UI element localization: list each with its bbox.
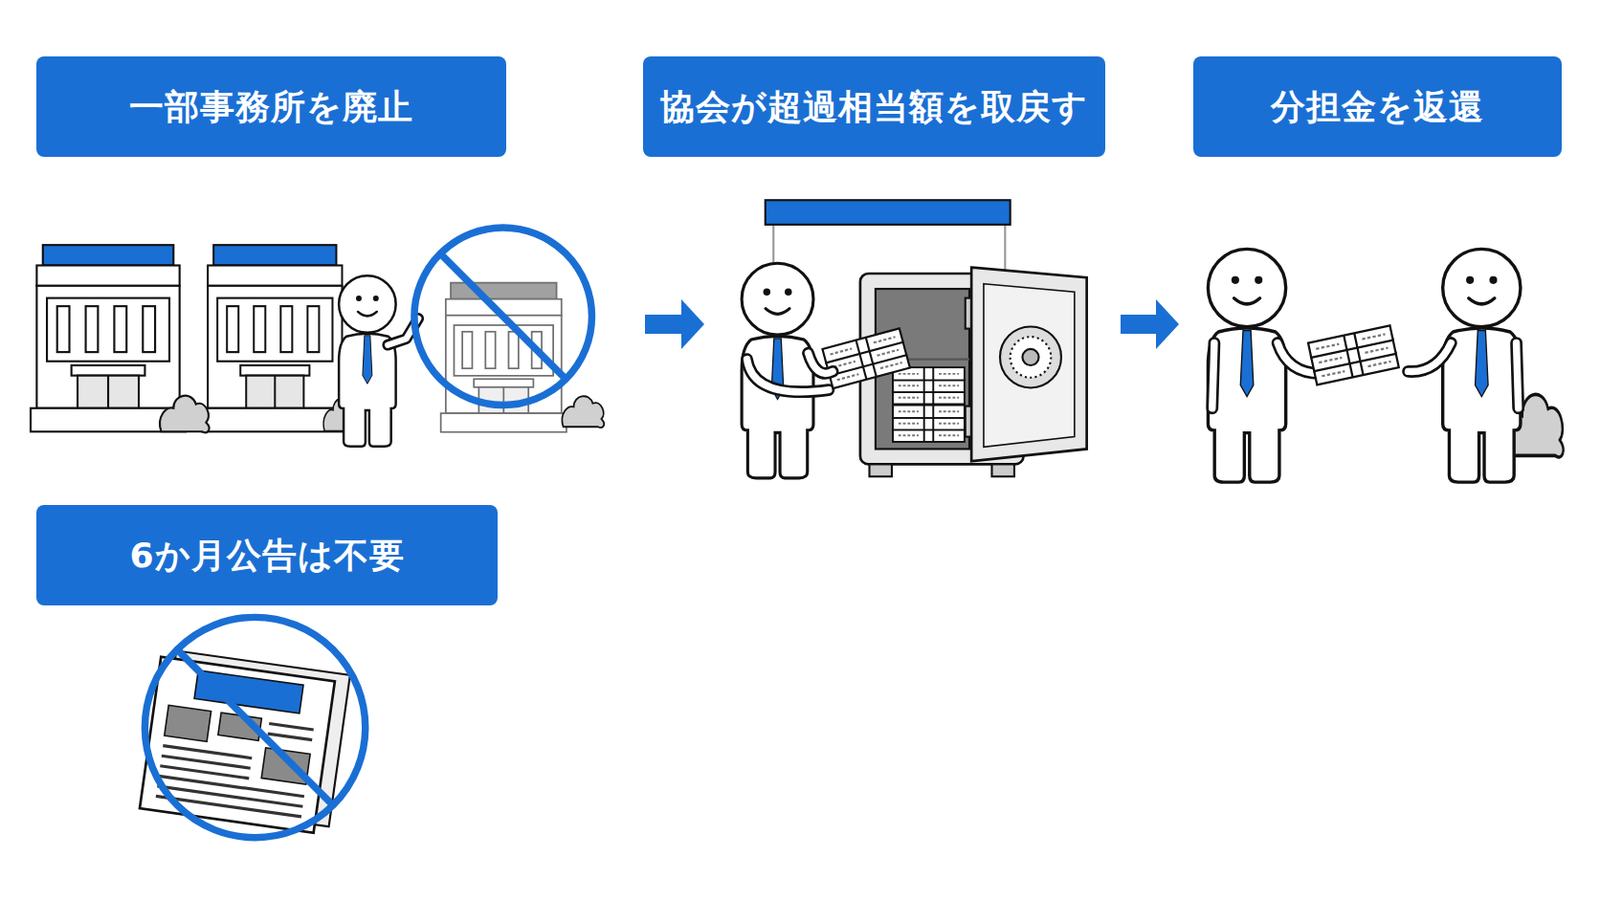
bush: [561, 396, 604, 428]
prohibition-circle: [414, 227, 593, 406]
safe-door-panel: [983, 284, 1075, 448]
bush: [159, 396, 210, 433]
step-header: 協会が超過相当額を取戻す: [643, 56, 1106, 157]
person-arm: [808, 353, 834, 374]
person-arm: [1212, 343, 1215, 409]
newspaper-masthead: [194, 670, 304, 714]
cash-stack: [892, 367, 965, 404]
step-title: 一部事務所を廃止: [129, 86, 414, 128]
step-title: 分担金を返還: [1270, 86, 1485, 128]
prohibition-slash: [440, 253, 567, 380]
step-title: 協会が超過相当額を取戻す: [660, 86, 1089, 128]
step-header: 一部事務所を廃止: [36, 56, 507, 157]
safe-dial: [1010, 336, 1052, 378]
step-title: 6か月公告は不要: [129, 534, 404, 577]
office-building: [201, 244, 348, 432]
cash-stack: [1308, 325, 1400, 385]
newspaper: [139, 648, 351, 835]
step-header: 分担金を返還: [1193, 56, 1562, 157]
person-arm: [1516, 343, 1519, 409]
step-header: 6か月公告は不要: [36, 505, 498, 606]
person-arm: [1408, 343, 1452, 373]
safe-dial: [1000, 326, 1062, 388]
newspaper-front: [139, 657, 335, 834]
cash-stack: [892, 405, 965, 443]
person-arm: [1516, 343, 1519, 409]
safe-dial: [1022, 349, 1039, 366]
process-step: 分担金を返還: [1178, 56, 1562, 478]
cash-stack: [822, 328, 910, 389]
person-arm: [1408, 343, 1452, 373]
association-roof: [765, 200, 1011, 225]
process-step: 6か月公告は不要: [36, 505, 498, 850]
process-step: 協会が超過相当額を取戻す: [704, 56, 1121, 478]
office-wall: [1003, 224, 1006, 271]
newspaper-photo: [164, 705, 212, 742]
safe-foot: [869, 464, 892, 477]
process-step: 一部事務所を廃止: [36, 56, 645, 478]
person: [338, 275, 397, 447]
flow-arrow: [644, 314, 682, 334]
flow-arrow: [1120, 314, 1156, 334]
person: [1207, 248, 1286, 483]
office-building: [30, 244, 186, 432]
prohibition-circle: [144, 617, 365, 838]
safe-door: [971, 267, 1087, 463]
safe-foot: [991, 464, 1014, 477]
person-arm: [808, 353, 834, 374]
person-arm: [1212, 343, 1215, 409]
prohibition-slash: [177, 650, 334, 806]
flow-connector-group: [644, 324, 682, 326]
person: [1443, 248, 1521, 483]
flow-connector-group: [1120, 324, 1156, 326]
